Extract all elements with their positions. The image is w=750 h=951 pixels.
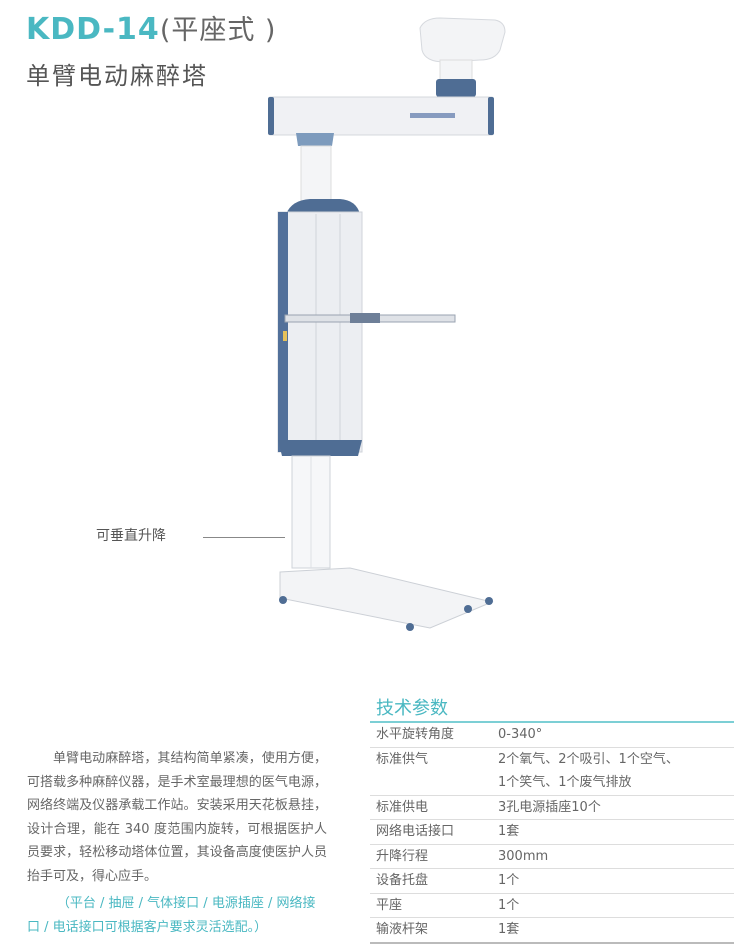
spec-label: 输液杆架 <box>376 922 429 937</box>
spec-label: 平座 <box>376 897 403 913</box>
spec-value: 1个 <box>498 873 520 888</box>
spec-value: 3孔电源插座10个 <box>498 799 601 815</box>
spec-row: 标准供气 2个氧气、2个吸引、1个空气、 1个笑气、1个废气排放 <box>370 746 734 795</box>
vertical-column <box>296 133 334 202</box>
product-name: 单臂电动麻醉塔 <box>26 62 208 90</box>
model-number: KDD-14 <box>26 12 160 47</box>
ceiling-mount <box>419 17 506 97</box>
product-description: 单臂电动麻醉塔，其结构简单紧凑，使用方便，可搭载多种麻醉仪器，是手术室最理想的医… <box>27 751 327 884</box>
spec-label: 水平旋转角度 <box>376 727 455 742</box>
spec-row: 设备托盘 1个 <box>370 868 734 893</box>
spec-value: 300mm <box>498 848 549 864</box>
lift-column <box>291 455 331 569</box>
options-note: （平台 / 抽屉 / 气体接口 / 电源插座 / 网络接口 / 电话接口可根据客… <box>27 896 316 935</box>
equipment-tray <box>284 313 456 323</box>
spec-value: 1套 <box>498 824 520 839</box>
spec-label: 升降行程 <box>376 848 429 864</box>
spec-value: 1套 <box>498 922 520 937</box>
specs-table: 水平旋转角度 0-340° 标准供气 2个氧气、2个吸引、1个空气、 1个笑气、1个废… <box>370 721 734 944</box>
page-title: KDD-14(平座式 ) <box>26 8 276 47</box>
spec-row: 水平旋转角度 0-340° <box>370 723 734 747</box>
spec-label: 网络电话接口 <box>376 824 455 839</box>
model-variant: (平座式 ) <box>159 15 277 46</box>
spec-value: 0-340° <box>498 727 543 742</box>
specs-title: 技术参数 <box>376 698 448 719</box>
spec-row: 输液杆架 1套 <box>370 917 734 942</box>
base <box>279 567 494 631</box>
lift-callout-label: 可垂直升降 <box>96 528 166 544</box>
spec-label: 设备托盘 <box>376 873 429 888</box>
spec-value: 1个 <box>498 897 520 913</box>
anesthesia-tower-image <box>268 17 506 631</box>
spec-row: 网络电话接口 1套 <box>370 819 734 844</box>
tower-body <box>277 199 363 456</box>
spec-row: 标准供电 3孔电源插座10个 <box>370 794 734 820</box>
spec-row: 平座 1个 <box>370 892 734 918</box>
horizontal-arm <box>268 96 494 136</box>
spec-value: 2个氧气、2个吸引、1个空气、 <box>498 751 679 767</box>
callout-line <box>203 537 285 538</box>
spec-value-line2: 1个笑气、1个废气排放 <box>498 775 632 790</box>
spec-row: 升降行程 300mm <box>370 843 734 869</box>
spec-label: 标准供电 <box>376 799 429 815</box>
spec-label: 标准供气 <box>376 751 429 767</box>
